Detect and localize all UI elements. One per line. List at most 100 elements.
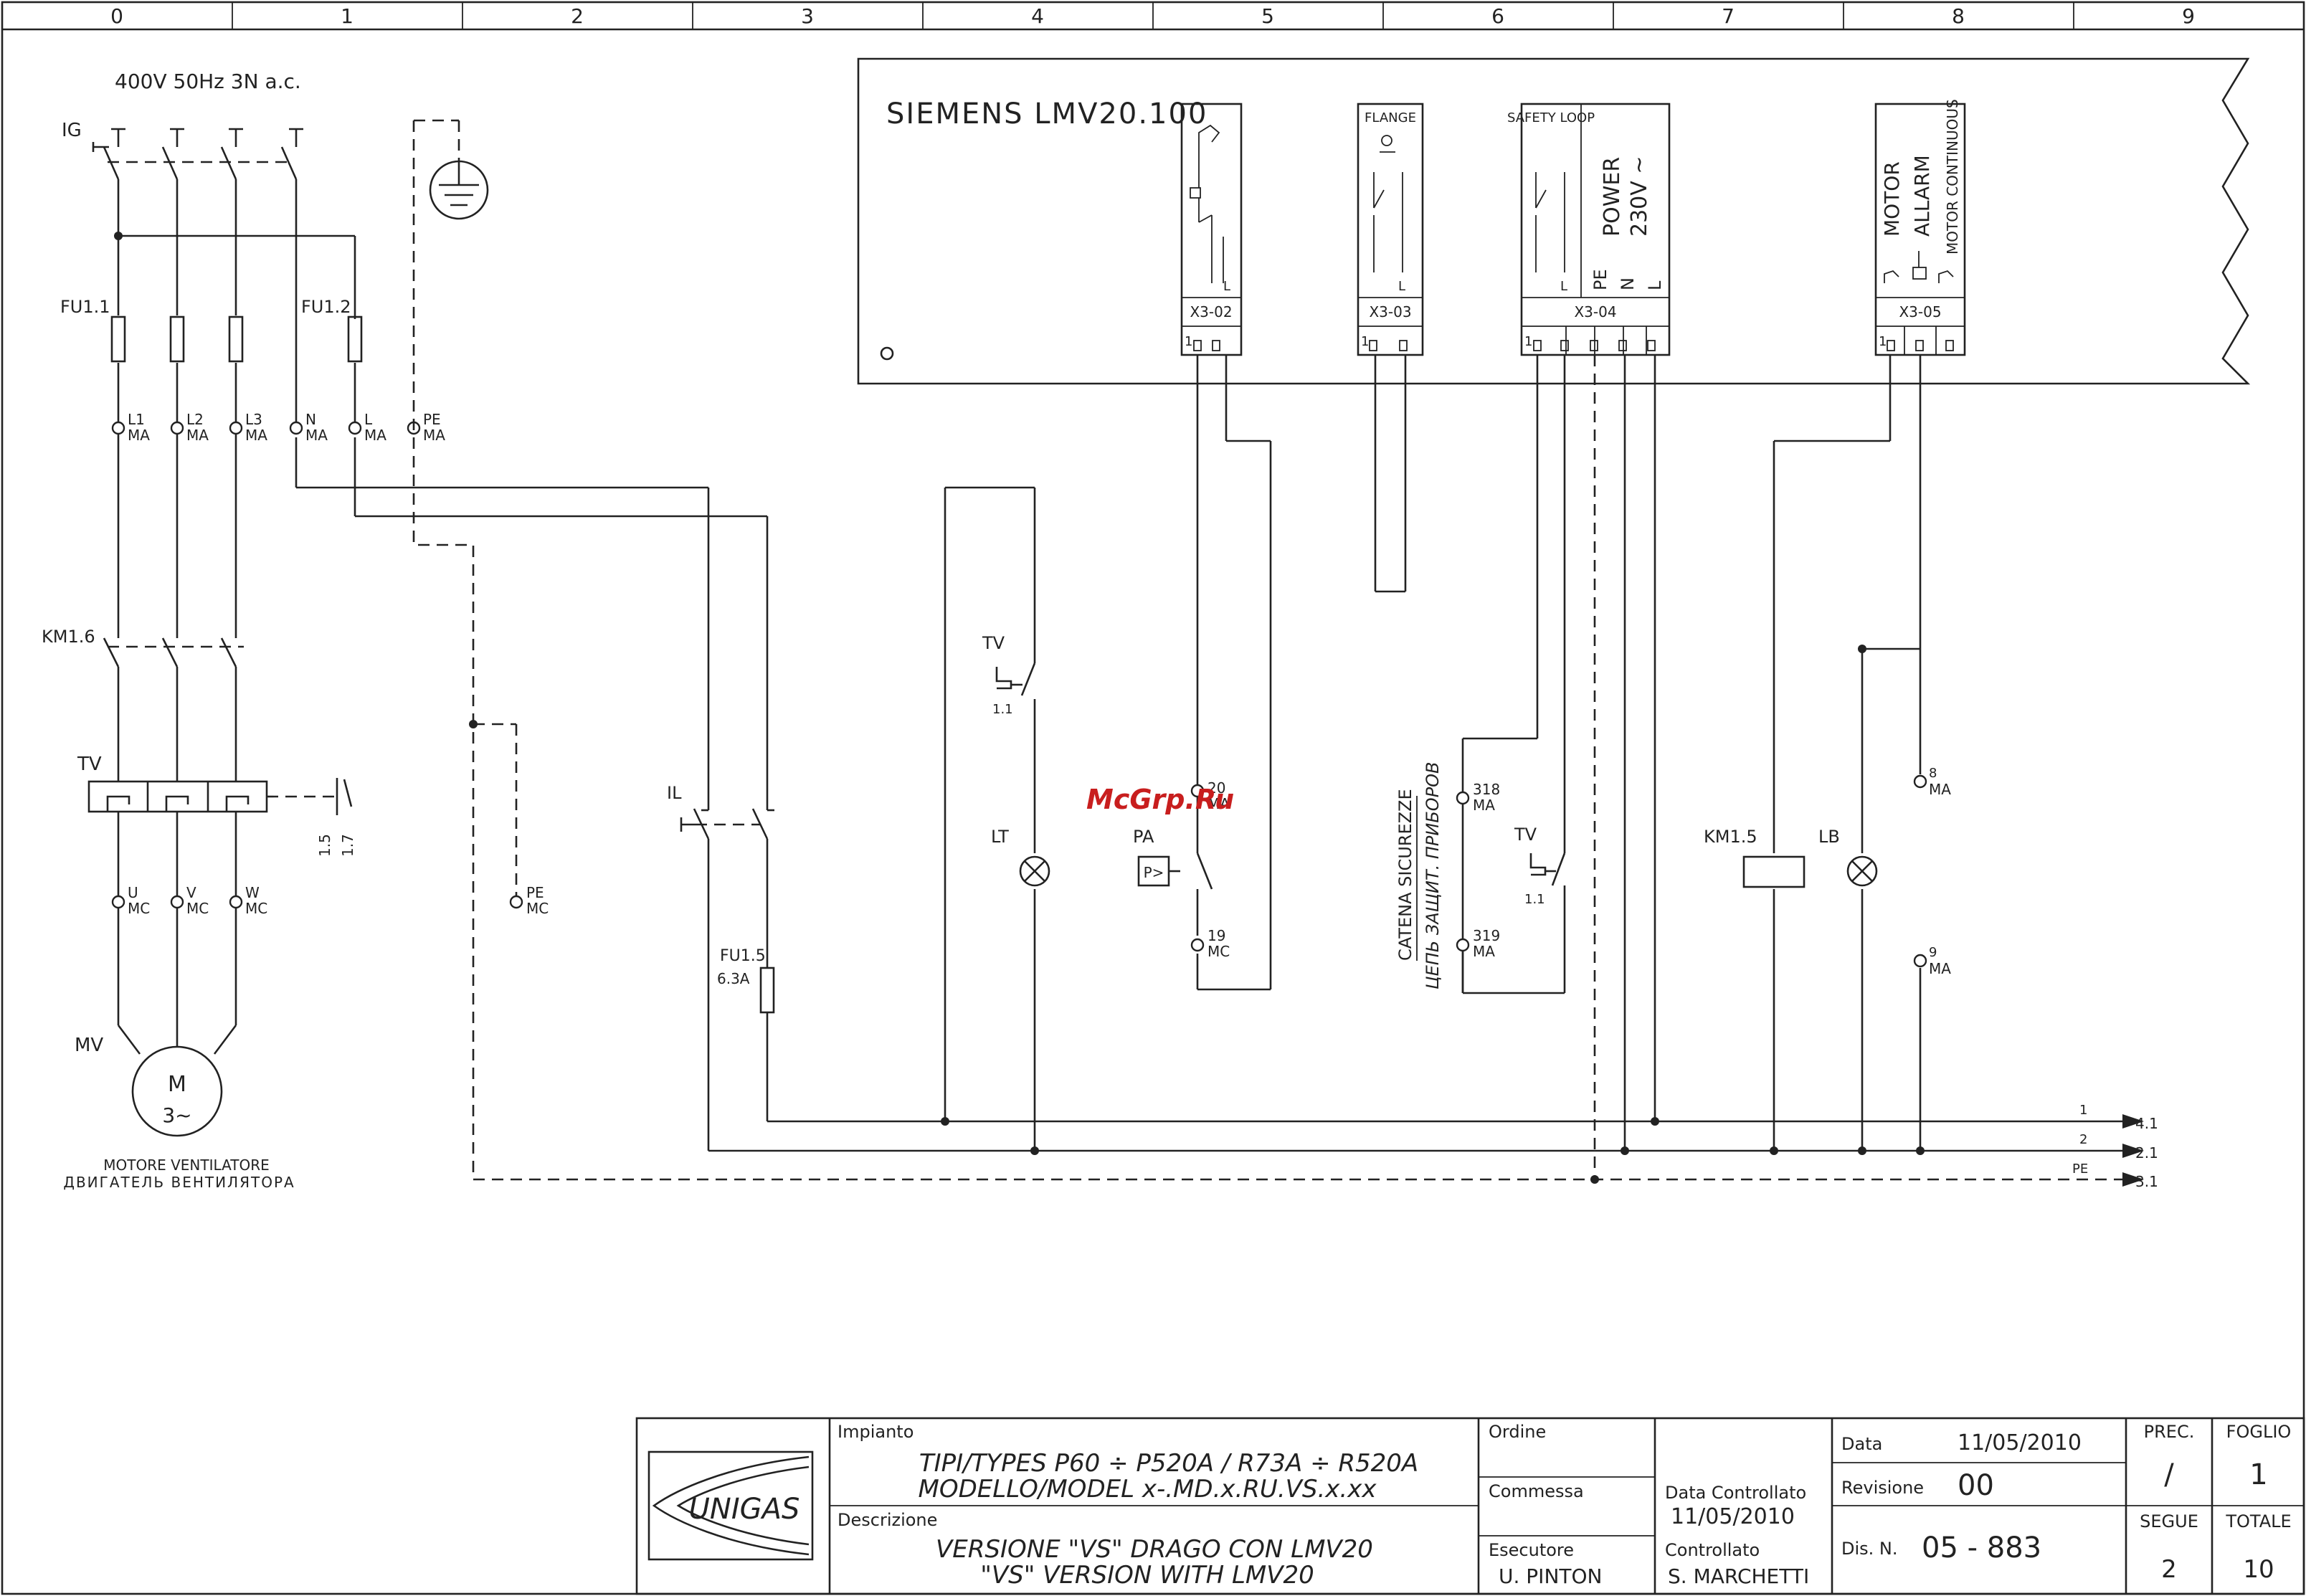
terminal-label: L3 xyxy=(245,411,262,428)
bus-wire: PE xyxy=(2072,1162,2088,1177)
fuse-fu1-5: FU1.5 6.3A xyxy=(717,947,775,1014)
terminals-mc-motor: U MC V MC W MC xyxy=(111,884,267,917)
fu11-label: FU1.1 xyxy=(60,297,110,317)
fuse-fu1-1: FU1.1 xyxy=(60,297,244,363)
mv-label: MV xyxy=(75,1035,103,1056)
column-number: 4 xyxy=(1031,4,1044,28)
terminal-label: 319 xyxy=(1473,927,1500,944)
terminal-label: 19 xyxy=(1207,927,1225,944)
column-number: 7 xyxy=(1722,4,1735,28)
terminal-label: 20 xyxy=(1207,779,1225,797)
logo-text: UNIGAS xyxy=(689,1493,800,1526)
terminal-label: MA xyxy=(245,427,267,444)
connector-x3-02: X3-02 L 1 xyxy=(1180,103,1243,356)
pin-label: L xyxy=(1645,280,1665,290)
tv-contact-ref: 1.7 xyxy=(339,834,356,857)
terminal-label: MA xyxy=(1473,797,1495,814)
bus-ref: 3.1 xyxy=(2135,1173,2158,1190)
column-number: 9 xyxy=(2182,4,2195,28)
pin-label: L xyxy=(1223,279,1230,294)
dis-label: Dis. N. xyxy=(1841,1539,1898,1559)
terminal-label: L2 xyxy=(186,411,204,428)
tv-label: TV xyxy=(982,633,1005,653)
terminal-label: MA xyxy=(423,427,445,444)
foglio-label: FOGLIO xyxy=(2226,1422,2292,1442)
terminals-alarm: 8 MA 9 MA xyxy=(1913,766,1951,977)
connector-label: X3-05 xyxy=(1899,303,1941,320)
data-label: Data xyxy=(1841,1434,1882,1454)
column-number: 6 xyxy=(1491,4,1504,28)
pin-one: 1 xyxy=(1361,334,1369,349)
earth-symbol xyxy=(412,119,2137,1181)
totale-label: TOTALE xyxy=(2225,1511,2291,1531)
pin-label: L xyxy=(1398,279,1405,294)
bus-ref: 4.1 xyxy=(2135,1115,2158,1132)
pa-label: PA xyxy=(1133,827,1154,847)
column-number: 0 xyxy=(110,4,123,28)
description-line: "VS" VERSION WITH LMV20 xyxy=(980,1561,1314,1590)
esecutore-value: U. PINTON xyxy=(1499,1564,1602,1588)
impianto-label: Impianto xyxy=(838,1422,914,1442)
terminal-label: MA xyxy=(186,427,209,444)
flange-label: FLANGE xyxy=(1365,110,1416,125)
model-line: MODELLO/MODEL x-.MD.x.RU.VS.x.xx xyxy=(919,1475,1377,1504)
ref-label: 1.1 xyxy=(1524,892,1545,907)
description-line: VERSIONE "VS" DRAGO CON LMV20 xyxy=(936,1535,1373,1564)
pin-label: L xyxy=(1560,279,1567,294)
revisione-value: 00 xyxy=(1958,1469,1994,1502)
lamp-lt: LT xyxy=(991,827,1050,887)
column-ruler: 0 1 2 3 4 5 6 7 8 9 xyxy=(110,4,2195,28)
safety-loop-label: SAFETY LOOP xyxy=(1507,110,1595,125)
pin-one: 1 xyxy=(1879,334,1887,349)
esecutore-label: Esecutore xyxy=(1489,1540,1574,1560)
motor-caption-ru: ДВИГАТЕЛЬ ВЕНТИЛЯТОРА xyxy=(63,1174,295,1191)
terminal-label: MA xyxy=(364,427,386,444)
terminal-label: N xyxy=(305,411,316,428)
bus-wire: 2 xyxy=(2079,1132,2087,1147)
ig-label: IG xyxy=(62,120,82,141)
thermal-contact-tv: TV 1.1 xyxy=(982,633,1036,717)
connector-x3-04: X3-04 SAFETY LOOP L POWER 230V ~ PE N L … xyxy=(1507,103,1671,356)
terminal-label: PE xyxy=(423,411,441,428)
switch-il: IL xyxy=(667,783,774,840)
lt-label: LT xyxy=(991,827,1009,847)
motor-caption: MOTORE VENTILATORE xyxy=(103,1156,269,1174)
drawing-number: 05 - 883 xyxy=(1922,1531,2041,1564)
contactor-km1-6: KM1.6 xyxy=(42,627,244,782)
prec-value: / xyxy=(2164,1458,2174,1491)
controller-lmv20: SIEMENS LMV20.100 X3-02 L 1 X3-03 xyxy=(857,57,2251,385)
terminal-label: MA xyxy=(128,427,150,444)
segue-label: SEGUE xyxy=(2140,1511,2198,1531)
pin-one: 1 xyxy=(1185,334,1192,349)
motor-label: MOTOR xyxy=(1880,161,1904,237)
segue-value: 2 xyxy=(2161,1555,2177,1584)
pe-branch: PE MC xyxy=(469,720,549,917)
alarm-label: ALLARM xyxy=(1910,155,1934,237)
pressure-switch-pa: PA P> 20 MA 19 MC xyxy=(1133,779,1230,960)
terminal-label: MA xyxy=(1929,960,1951,977)
connector-label: X3-04 xyxy=(1574,303,1616,320)
lb-label: LB xyxy=(1818,827,1840,847)
tv-contact-ref: 1.5 xyxy=(316,834,333,857)
safety-chain-label: CATENA SICUREZZE xyxy=(1395,789,1415,961)
commessa-label: Commessa xyxy=(1489,1481,1584,1501)
terminal-label: PE xyxy=(526,884,544,901)
connector-label: X3-02 xyxy=(1190,303,1232,320)
data-controllato-label: Data Controllato xyxy=(1665,1483,1806,1503)
controllato-value: S. MARCHETTI xyxy=(1668,1564,1809,1588)
fan-motor-mv: MV M 3~ MOTORE VENTILATORE ДВИГАТЕЛЬ ВЕН… xyxy=(63,1035,295,1191)
pa-symbol: P> xyxy=(1144,864,1164,881)
title-block: UNIGAS Impianto TIPI/TYPES P60 ÷ P520A /… xyxy=(635,1417,2305,1595)
km16-label: KM1.6 xyxy=(42,627,95,647)
bus-arrows: 1 2 PE 4.1 2.1 3.1 xyxy=(2072,1103,2158,1190)
data-controllato-value: 11/05/2010 xyxy=(1671,1504,1795,1529)
connector-label: X3-03 xyxy=(1369,303,1411,320)
data-value: 11/05/2010 xyxy=(1958,1430,2082,1455)
fu15-rating: 6.3A xyxy=(717,970,750,987)
terminal-label: MC xyxy=(186,900,209,917)
terminal-label: L xyxy=(364,411,373,428)
terminal-label: V xyxy=(186,884,196,901)
terminal-label: 318 xyxy=(1473,781,1500,798)
prec-label: PREC. xyxy=(2144,1422,2195,1442)
